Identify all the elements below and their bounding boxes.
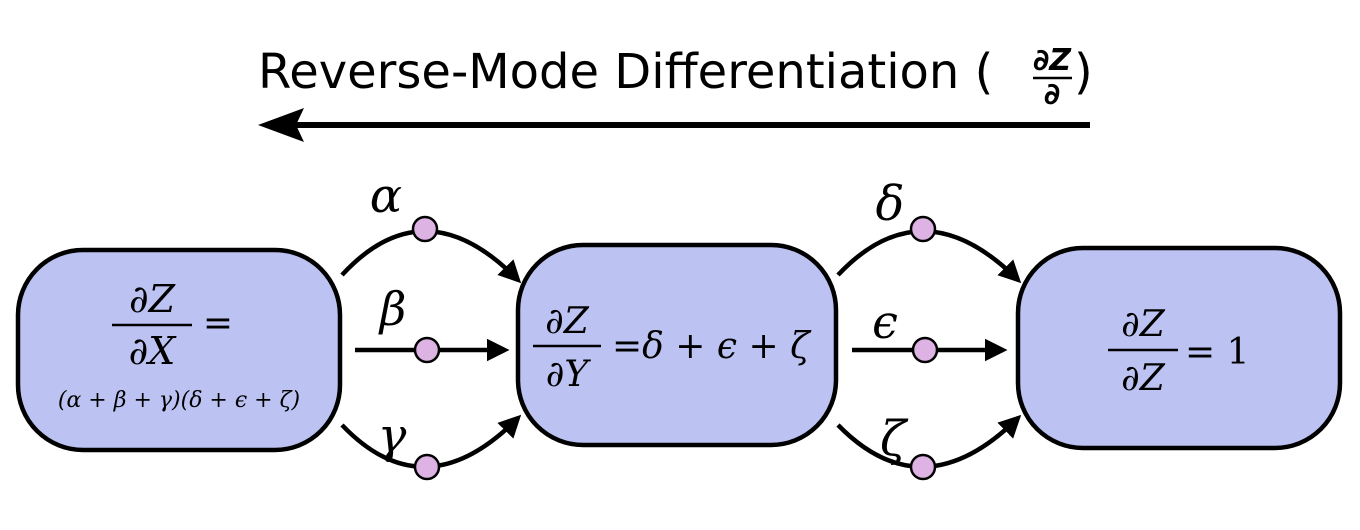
- edge-zeta: ζ: [836, 411, 1022, 481]
- edge-alpha: α: [340, 168, 522, 284]
- edge-gamma: γ: [340, 408, 522, 481]
- edge-gamma-label: γ: [378, 408, 407, 464]
- node-y: ∂Z ∂Y =δ + ϵ + ζ: [515, 242, 839, 448]
- node-z-box: [1015, 245, 1343, 451]
- node-z: ∂Z ∂Z = 1: [1015, 245, 1343, 451]
- node-x-denominator: ∂X: [129, 329, 178, 373]
- edge-delta-dot: [909, 215, 937, 243]
- direction-arrow: [258, 108, 1090, 142]
- node-x-expression: (α + β + γ)(δ + ϵ + ζ): [58, 388, 300, 413]
- node-z-numerator: ∂Z: [1121, 304, 1166, 345]
- edge-beta-label: β: [378, 282, 407, 336]
- node-y-denominator: ∂Y: [546, 354, 592, 395]
- node-x-equals: =: [203, 303, 233, 344]
- edge-zeta-dot: [909, 453, 937, 481]
- node-z-denominator: ∂Z: [1121, 358, 1166, 399]
- title-frac-numerator: ∂Z: [1033, 43, 1072, 78]
- node-y-rhs: =δ + ϵ + ζ: [612, 326, 812, 367]
- edge-beta-dot: [413, 336, 441, 364]
- diagram-title: Reverse-Mode Differentiation ( ∂Z ∂ ): [258, 43, 1093, 112]
- title-frac-denominator: ∂: [1044, 77, 1060, 112]
- edge-epsilon-label: ϵ: [872, 295, 898, 349]
- direction-arrow-head: [258, 108, 304, 142]
- edge-epsilon-dot: [911, 336, 939, 364]
- edge-gamma-dot: [413, 453, 441, 481]
- node-x-numerator: ∂Z: [129, 277, 176, 321]
- node-y-numerator: ∂Z: [545, 301, 590, 342]
- edge-delta-label: δ: [876, 176, 905, 232]
- node-x-box: [15, 247, 343, 453]
- title-close-paren: ): [1074, 44, 1093, 100]
- edge-epsilon: ϵ: [852, 295, 1008, 364]
- node-y-box: [515, 242, 839, 448]
- node-z-rhs: = 1: [1185, 332, 1250, 373]
- edge-zeta-label: ζ: [880, 411, 909, 467]
- edge-alpha-label: α: [370, 168, 402, 224]
- title-text: Reverse-Mode Differentiation (: [258, 44, 993, 100]
- edge-alpha-dot: [411, 215, 439, 243]
- edge-delta: δ: [836, 176, 1022, 284]
- edge-beta: β: [355, 282, 510, 364]
- node-x: ∂Z ∂X = (α + β + γ)(δ + ϵ + ζ): [15, 247, 343, 453]
